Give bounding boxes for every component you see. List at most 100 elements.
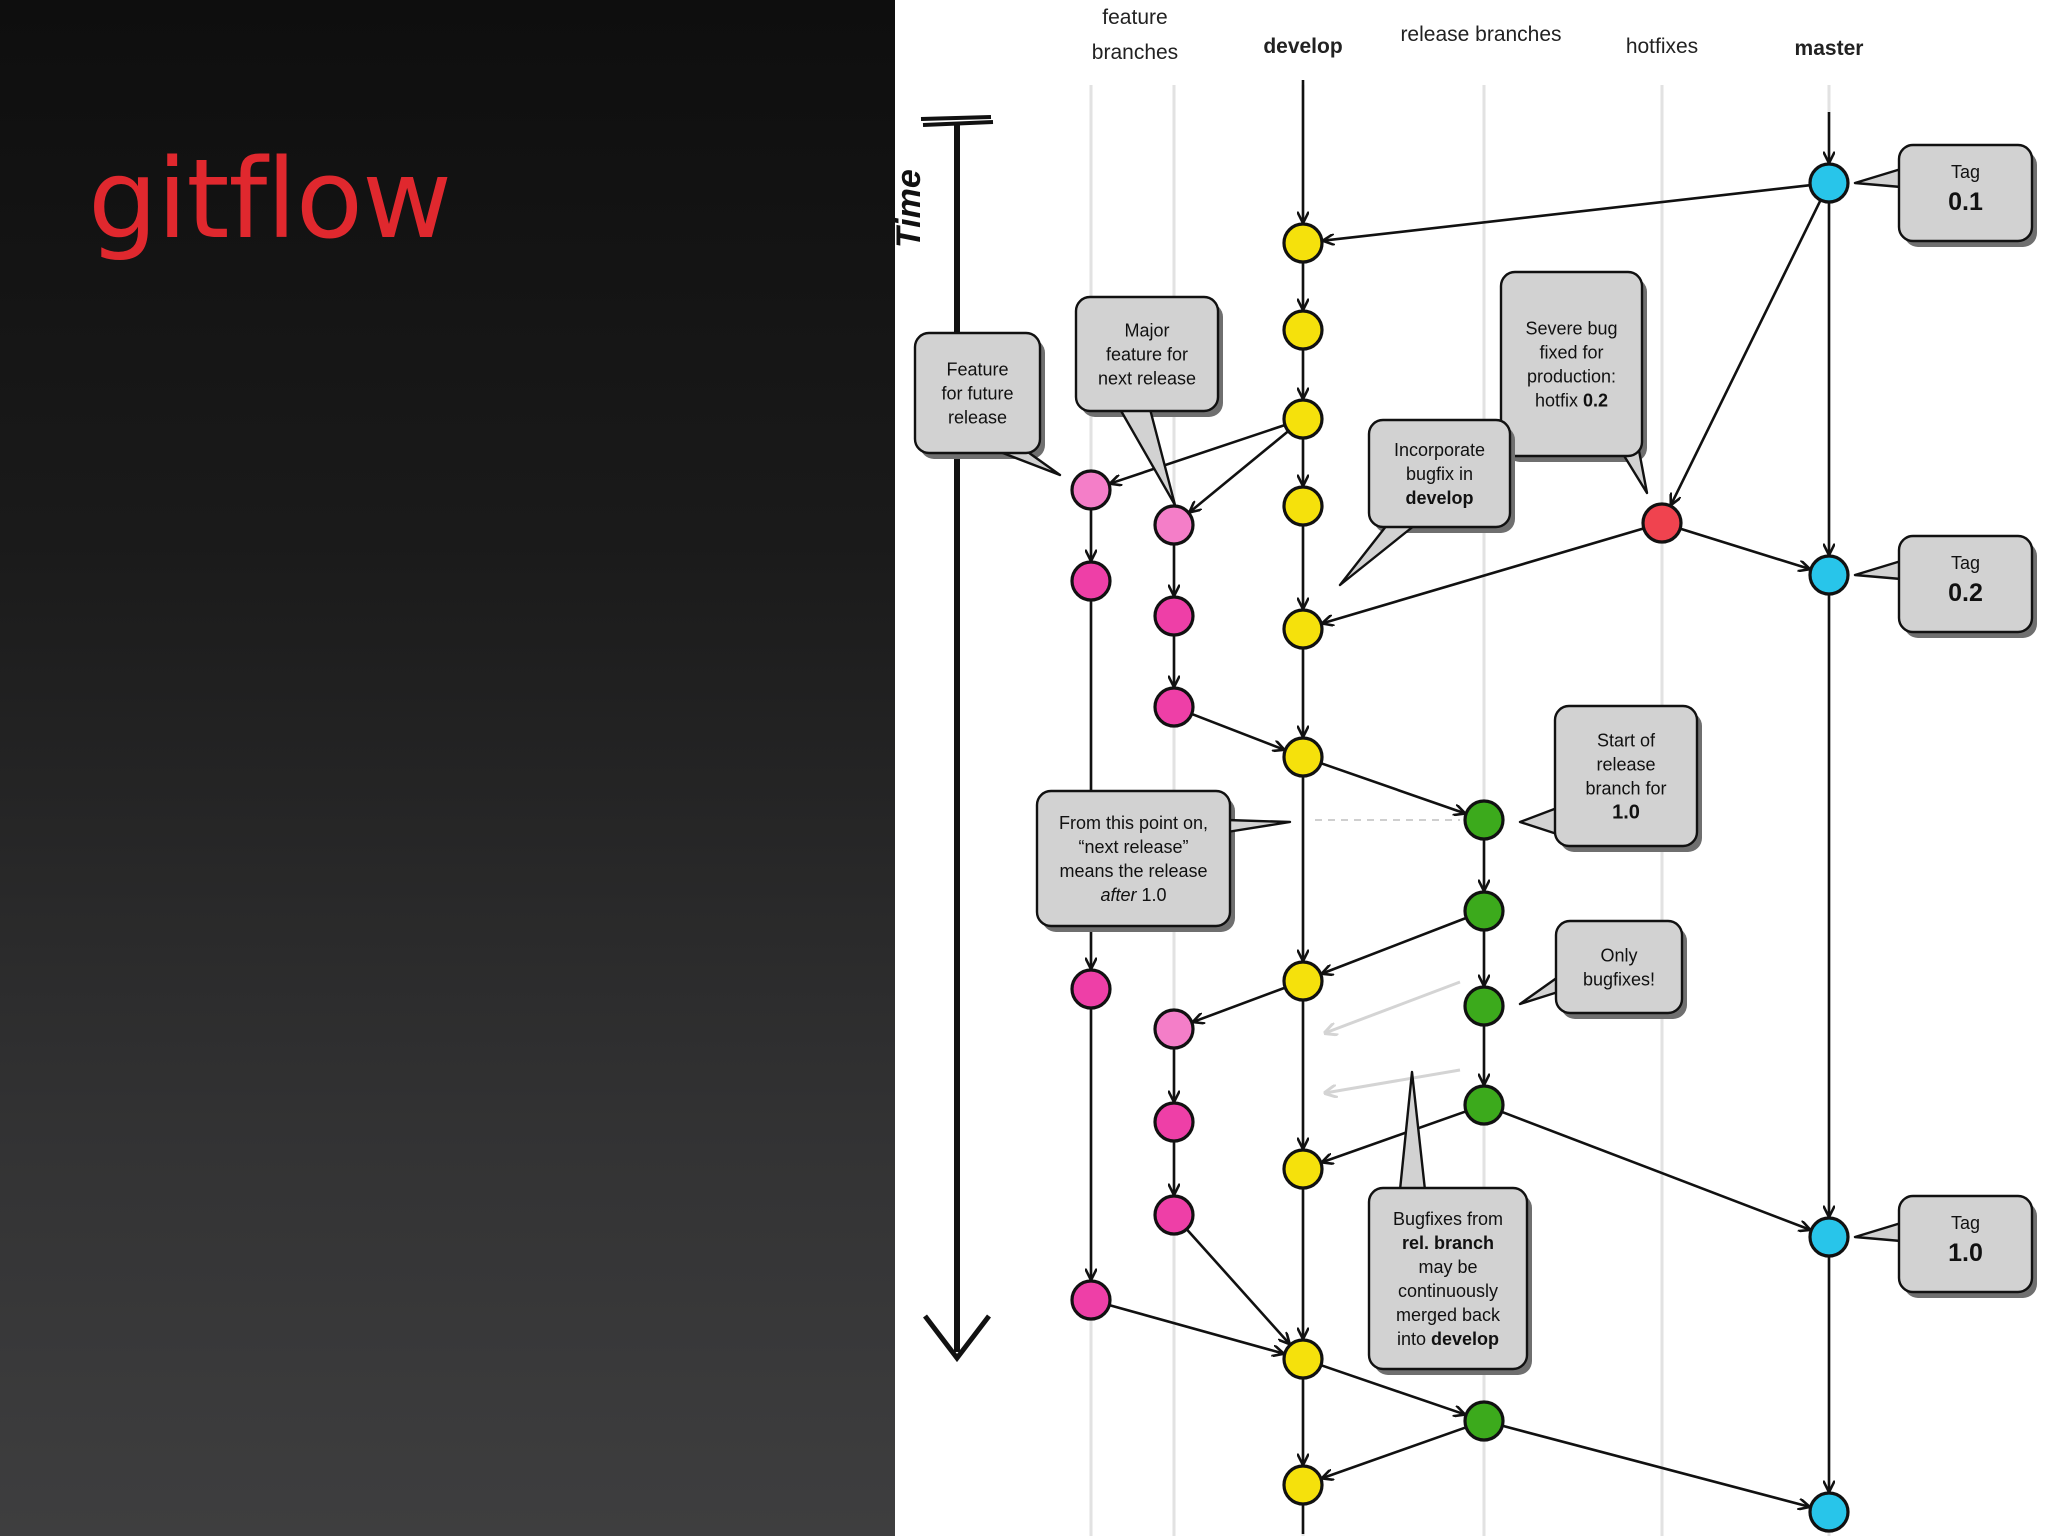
edge-release-commit-5-to-develop-commit-10	[1323, 1426, 1467, 1478]
edge-feature1-commit-4-to-develop-commit-9	[1108, 1303, 1283, 1353]
feature-future-pointer	[994, 448, 1062, 477]
tag-2-box	[1897, 534, 2034, 634]
feature2-commit-6	[1153, 1194, 1195, 1236]
feature-future-line-3: release	[948, 407, 1007, 427]
lane-header-master: master	[1795, 37, 1864, 60]
major-feature-line-2: feature for	[1106, 344, 1188, 364]
bugfixes-from-line-6: into develop	[1397, 1329, 1499, 1349]
only-bugfixes-line-2: bugfixes!	[1583, 969, 1655, 989]
bugfixes-from-box	[1367, 1186, 1529, 1371]
develop-commit-9	[1282, 1338, 1324, 1380]
only-bugfixes-box	[1554, 919, 1684, 1015]
feature-future-line-1: Feature	[946, 359, 1008, 379]
edge-hotfix-commit-to-develop-commit-5	[1323, 527, 1645, 623]
tag-2-version: 0.2	[1948, 579, 1983, 607]
next-release-line-3: means the release	[1059, 861, 1207, 881]
tag-1-label: Tag	[1951, 162, 1980, 182]
hotfix-commit	[1641, 502, 1683, 544]
master-commit-1	[1808, 162, 1850, 204]
feature-future-callout: Feature for future release	[913, 331, 1062, 477]
start-release-pointer	[1518, 806, 1558, 836]
next-release-line-2: “next release”	[1078, 837, 1188, 857]
edge-develop-commit-9-to-release-commit-5	[1320, 1363, 1464, 1414]
major-feature-line-3: next release	[1098, 368, 1196, 388]
develop-commit-1	[1282, 222, 1324, 264]
bugfixes-from-line-4: continuously	[1398, 1281, 1498, 1301]
only-bugfixes-pointer	[1518, 976, 1559, 1006]
severe-bug-line-1: Severe bug	[1525, 318, 1617, 338]
tag-1-box	[1897, 143, 2034, 243]
gitflow-diagram: feature branches develop release branche…	[895, 0, 2048, 1536]
feature2-commit-5	[1153, 1101, 1195, 1143]
release-commit-3	[1463, 985, 1505, 1027]
edge-develop-commit-6-to-release-commit-1	[1320, 761, 1464, 813]
master-commit-2	[1808, 554, 1850, 596]
feature2-commit-1	[1153, 504, 1195, 546]
develop-commit-2	[1282, 309, 1324, 351]
incorporate-callout: Incorporate bugfix in develop	[1338, 418, 1515, 587]
tag-3-box	[1897, 1194, 2034, 1294]
bugfixes-from-pointer	[1398, 1070, 1427, 1191]
start-release-box	[1553, 704, 1699, 848]
start-release-line-3: branch for	[1585, 778, 1666, 798]
develop-commit-5	[1282, 608, 1324, 650]
faded-merge-arrow-1	[1325, 980, 1461, 1033]
severe-bug-line-2: fixed for	[1539, 342, 1603, 362]
time-axis: Time	[895, 115, 994, 1363]
feature1-commit-1	[1070, 469, 1112, 511]
edge-develop-commit-7-to-feature2-commit-4	[1194, 986, 1286, 1022]
feature1-commit-4	[1070, 1279, 1112, 1321]
edge-release-commit-4-to-master-commit-3	[1501, 1110, 1810, 1230]
tag-3-version: 1.0	[1948, 1239, 1983, 1267]
edge-release-commit-4-to-develop-commit-8	[1323, 1110, 1467, 1162]
lane-headers: feature branches develop release branche…	[1092, 6, 1864, 64]
faded-merge-arrow-2	[1325, 1068, 1461, 1093]
tag-1-pointer	[1853, 167, 1902, 189]
major-feature-line-1: Major	[1124, 320, 1169, 340]
incorporate-line-2: bugfix in	[1406, 464, 1473, 484]
major-feature-pointer	[1118, 408, 1177, 507]
incorporate-line-1: Incorporate	[1394, 440, 1485, 460]
incorporate-line-3: develop	[1405, 488, 1473, 508]
feature-future-line-2: for future	[941, 383, 1013, 403]
tag-1-version: 0.1	[1948, 188, 1983, 216]
lane-header-develop: develop	[1263, 35, 1342, 58]
incorporate-box	[1367, 418, 1512, 529]
next-release-pointer	[1226, 818, 1292, 834]
next-release-callout: From this point on, “next release” means t…	[1035, 789, 1292, 932]
bugfixes-from-line-2: rel. branch	[1402, 1233, 1494, 1253]
major-feature-callout: Major feature for next release	[1074, 295, 1223, 507]
severe-bug-line-3: production:	[1527, 366, 1616, 386]
edge-master-commit-1-to-develop-commit-1	[1324, 183, 1811, 240]
develop-commit-8	[1282, 1148, 1324, 1190]
next-release-box	[1035, 789, 1232, 928]
edge-release-commit-5-to-master-commit-4	[1502, 1424, 1808, 1507]
start-release-line-4: 1.0	[1612, 801, 1640, 823]
edge-feature2-commit-6-to-develop-commit-9	[1185, 1228, 1289, 1343]
tag-2-pointer	[1853, 559, 1902, 581]
feature2-commit-4	[1153, 1008, 1195, 1050]
edge-release-commit-2-to-develop-commit-7	[1323, 916, 1467, 974]
develop-commit-6	[1282, 736, 1324, 778]
bugfixes-from-line-3: may be	[1418, 1257, 1477, 1277]
diagram-canvas: feature branches develop release branche…	[895, 6, 2037, 1536]
time-axis-arrowhead	[923, 1314, 991, 1363]
feature1-commit-2	[1070, 560, 1112, 602]
lane-header-hotfixes: hotfixes	[1626, 35, 1698, 58]
lane-header-feature-line-1: feature	[1102, 6, 1167, 29]
edge-develop-commit-3-to-feature2-commit-1	[1190, 430, 1290, 512]
major-feature-box	[1074, 295, 1220, 413]
master-commit-3	[1808, 1216, 1850, 1258]
develop-commit-4	[1282, 485, 1324, 527]
tag-1-callout: Tag 0.1	[1853, 143, 2037, 247]
feature2-commit-2	[1153, 595, 1195, 637]
time-label: Time	[895, 169, 928, 248]
severe-bug-line-4: hotfix 0.2	[1535, 390, 1608, 410]
tag-3-label: Tag	[1951, 1213, 1980, 1233]
slide-title: gitflow	[88, 135, 452, 263]
next-release-line-1: From this point on,	[1059, 813, 1208, 833]
